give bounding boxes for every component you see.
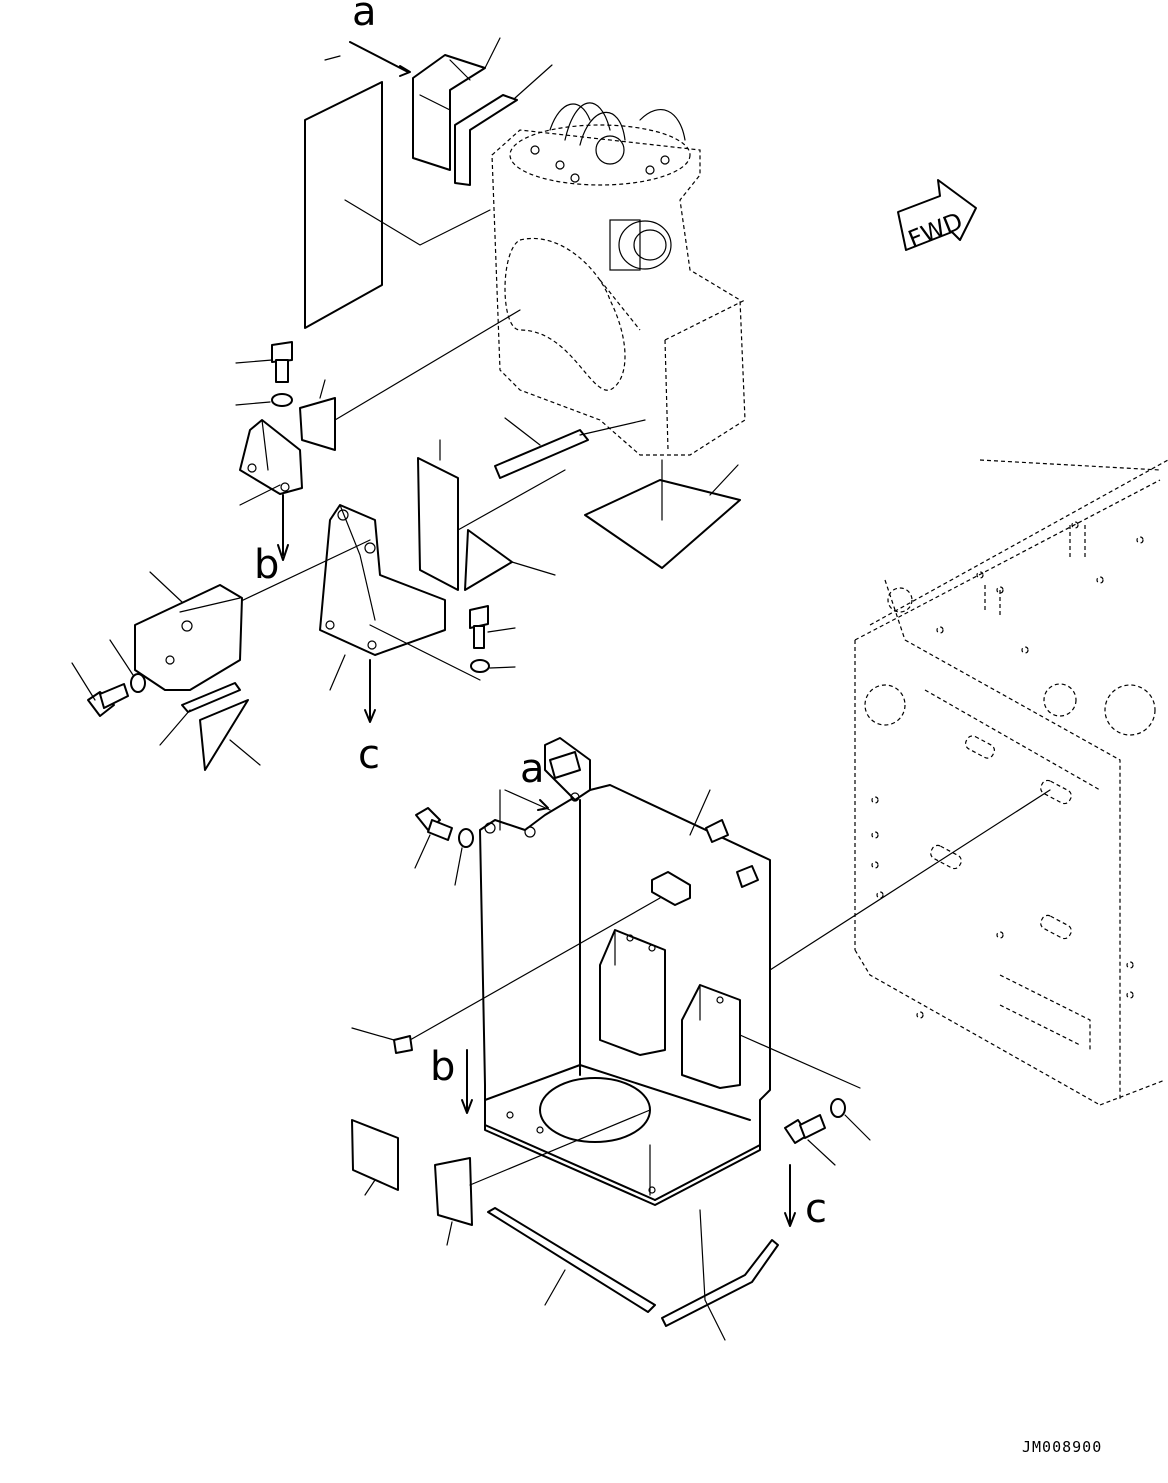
square-sheet-under-tank <box>584 459 741 569</box>
cover-top-bracket <box>544 737 591 802</box>
c-lower-arrow <box>784 1164 796 1227</box>
triangle-pad <box>464 529 556 591</box>
left-box-channel <box>599 929 666 1056</box>
lower-washer-right <box>830 1098 871 1141</box>
top-small-pad <box>454 64 553 186</box>
label-a-top: a <box>352 0 377 35</box>
middle-washer <box>470 659 516 673</box>
large-sheet-panel <box>304 55 491 329</box>
drawing-code: JM008900 <box>1022 1438 1102 1456</box>
label-c-lower: c <box>805 1186 827 1232</box>
cover-small-clip <box>409 819 759 1041</box>
middle-bolt <box>469 605 516 649</box>
lower-bolt-left <box>414 807 453 869</box>
tank-port-fitting <box>609 219 672 271</box>
fwd-direction-arrow: FWD <box>897 179 977 254</box>
label-b-left: b <box>254 542 279 588</box>
upper-washer <box>235 393 293 407</box>
left-angle-bracket <box>134 571 243 691</box>
strip-pad <box>494 417 646 479</box>
left-bolt <box>71 662 129 717</box>
left-washer <box>109 639 146 693</box>
long-seal-strip <box>487 1207 656 1313</box>
left-strip-pad <box>159 682 241 746</box>
top-bracket-a <box>349 37 501 171</box>
vertical-pad <box>417 439 566 591</box>
tank-hose-cluster <box>530 102 686 183</box>
upper-bolt <box>235 341 293 383</box>
b-lower-arrow <box>461 1049 473 1114</box>
label-a-lower: a <box>520 746 545 792</box>
upper-mount-bracket <box>239 419 303 561</box>
label-b-lower: b <box>430 1044 455 1090</box>
right-box-channel <box>681 984 861 1089</box>
lower-square-pad-2 <box>434 1109 651 1246</box>
machine-frame-phantom <box>854 459 1168 1106</box>
lower-bolt-right <box>784 1114 836 1166</box>
small-square-pad <box>299 309 521 451</box>
left-triangle-pad <box>199 699 261 771</box>
cover-leader-lines <box>499 789 1051 971</box>
small-tag-pad <box>351 1027 413 1054</box>
center-bracket <box>179 504 481 723</box>
lower-washer-left <box>454 828 474 886</box>
label-c-left: c <box>358 732 380 778</box>
lower-square-pad-1 <box>351 1119 399 1196</box>
hydraulic-tank-phantom <box>491 124 746 456</box>
bent-seal-strip <box>661 1209 779 1341</box>
